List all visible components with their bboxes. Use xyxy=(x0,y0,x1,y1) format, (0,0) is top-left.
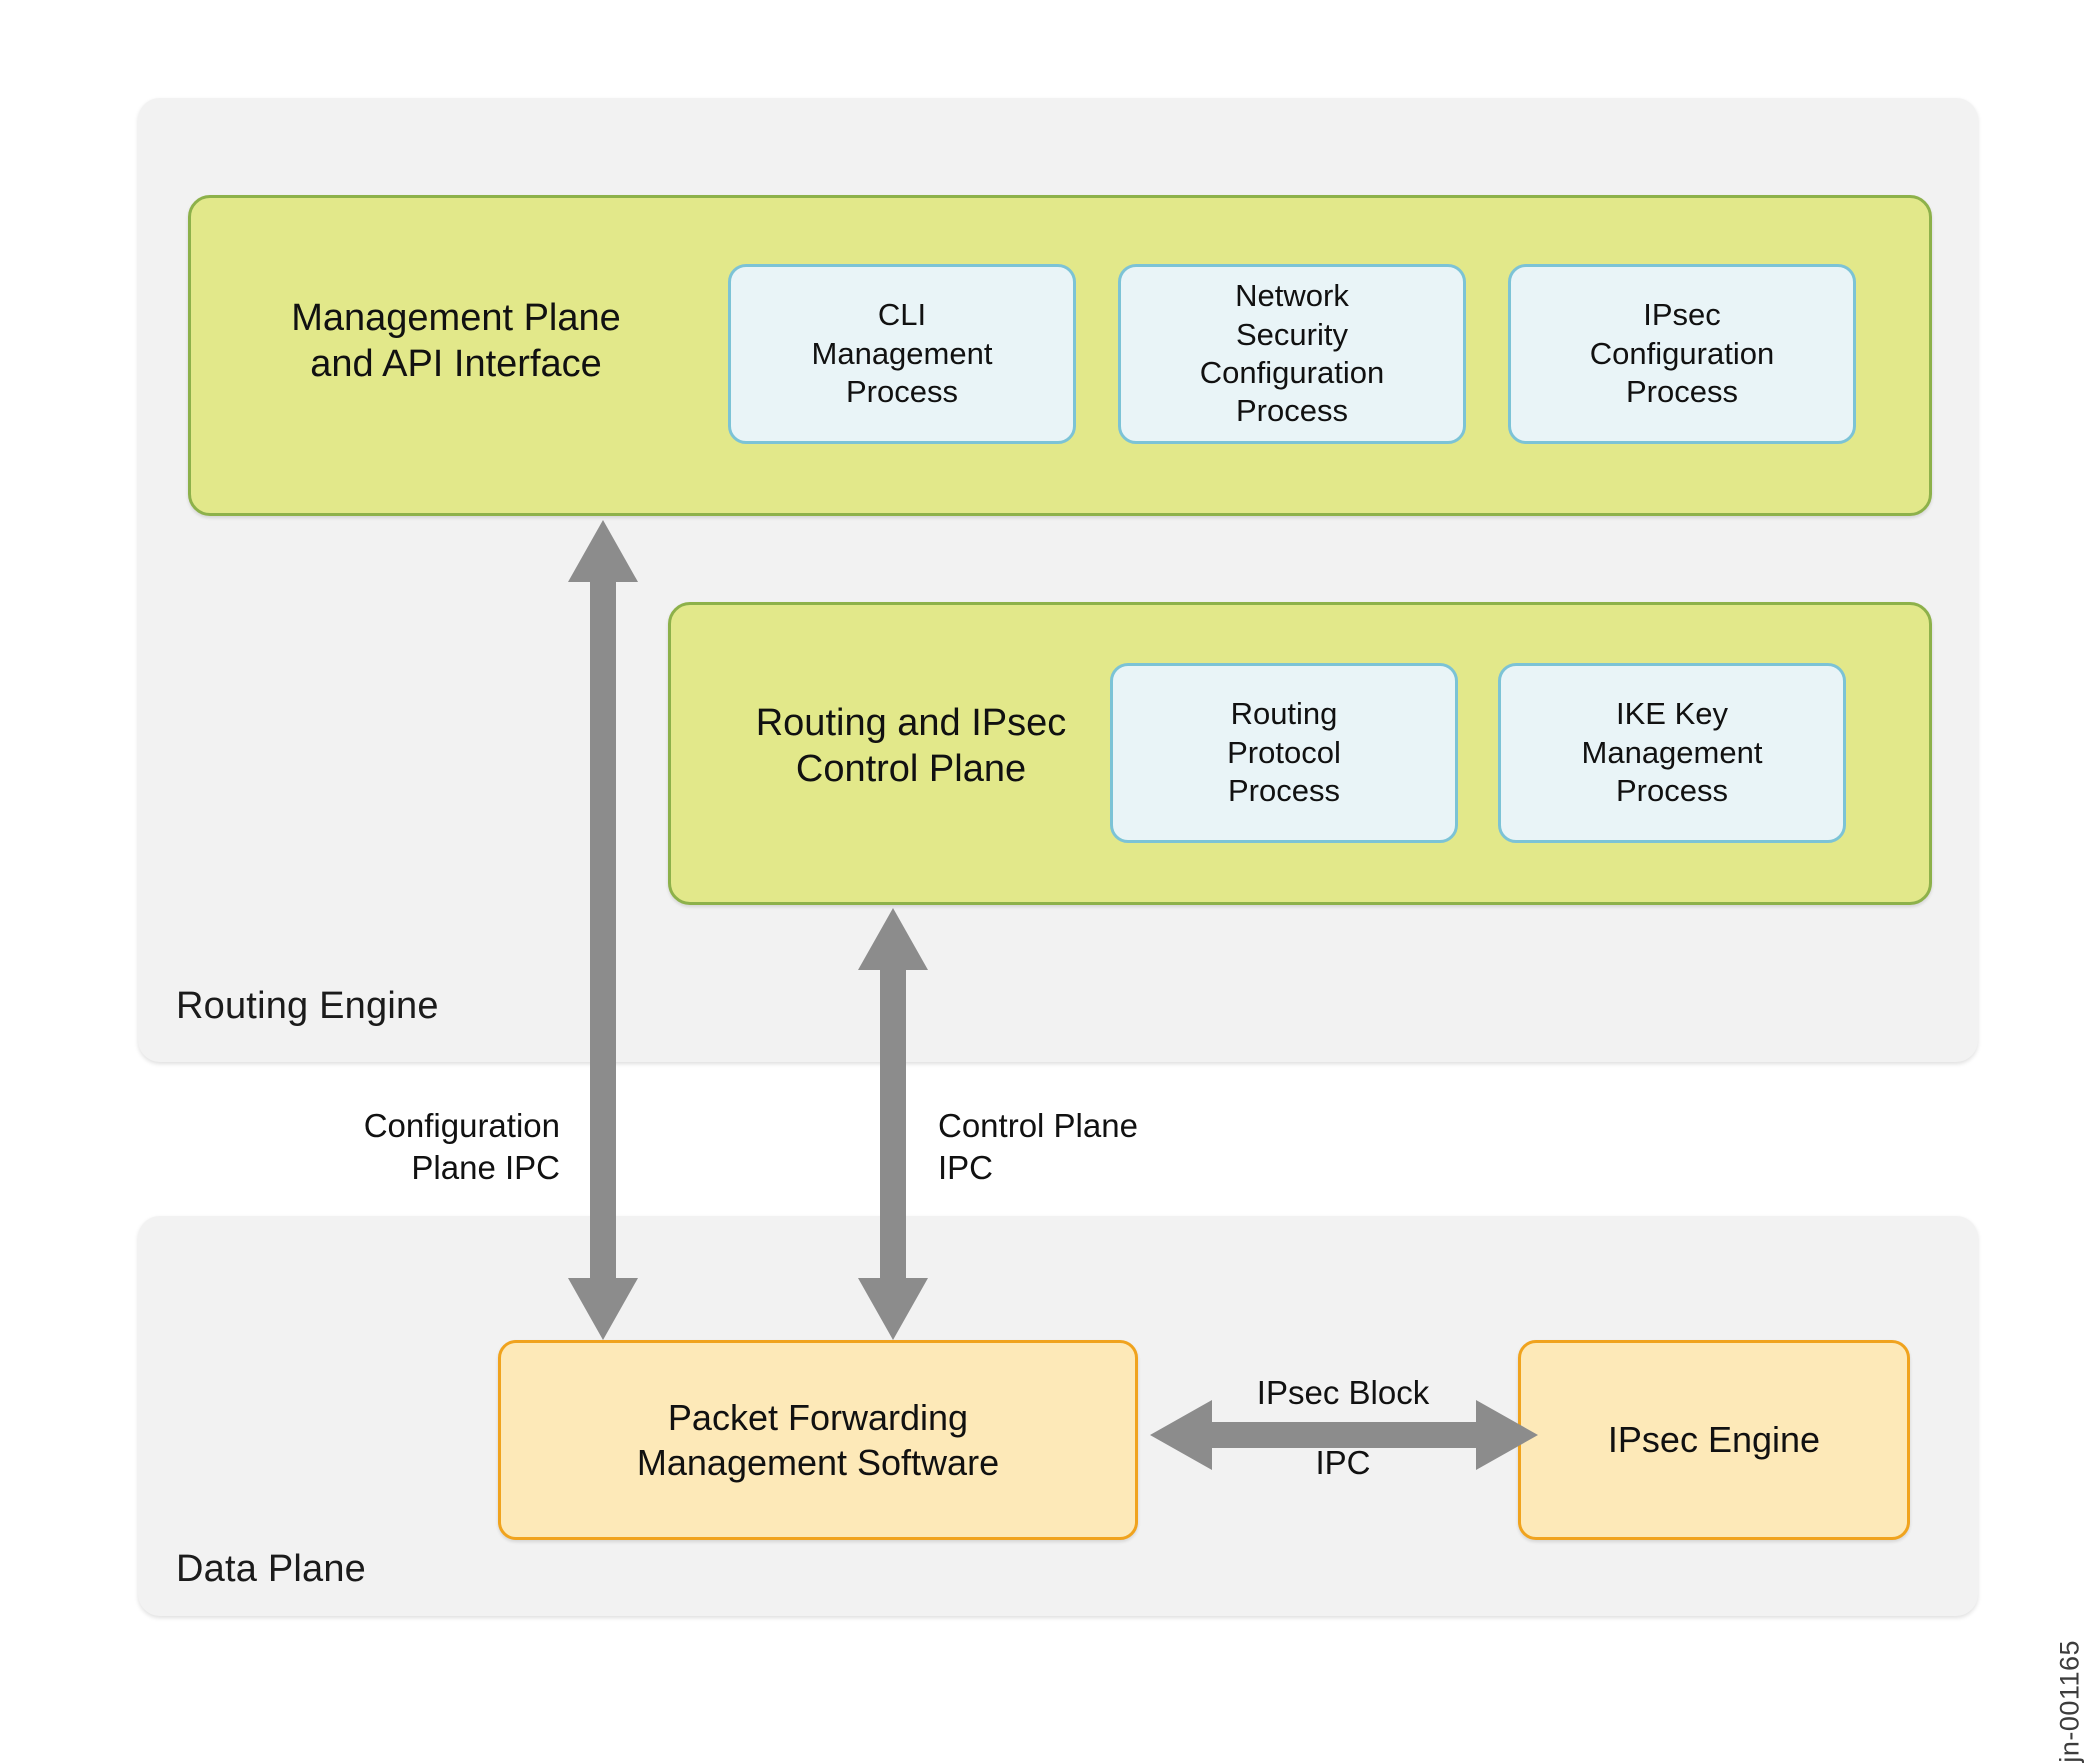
data-plane-label: Data Plane xyxy=(176,1548,367,1590)
image-id-watermark: jn-001165 xyxy=(2055,1640,2085,1763)
ipsec-ipc-label: IPC xyxy=(1315,1444,1371,1481)
control-plane-ipc-arrow xyxy=(858,908,928,1340)
ipsec-block-ipc-arrow xyxy=(1150,1400,1538,1470)
ike-key-management-process-box[interactable]: IKE Key Management Process xyxy=(1498,663,1846,843)
control-plane-ipc-label: Control Plane IPC xyxy=(938,1107,1138,1186)
packet-forwarding-management-software-box[interactable]: Packet Forwarding Management Software xyxy=(498,1340,1138,1540)
cli-management-process-box[interactable]: CLI Management Process xyxy=(728,264,1076,444)
diagram-canvas: Routing Engine Management Plane and API … xyxy=(138,98,2085,1763)
routing-ipsec-control-plane-title: Routing and IPsec Control Plane xyxy=(755,702,1067,791)
ipsec-engine-box[interactable]: IPsec Engine xyxy=(1518,1340,1910,1540)
ipsec-block-label: IPsec Block xyxy=(1256,1374,1430,1411)
network-security-configuration-process-box[interactable]: Network Security Configuration Process xyxy=(1118,264,1466,444)
routing-engine-label: Routing Engine xyxy=(176,985,439,1027)
ipsec-configuration-process-box[interactable]: IPsec Configuration Process xyxy=(1508,264,1856,444)
routing-protocol-process-box[interactable]: Routing Protocol Process xyxy=(1110,663,1458,843)
configuration-plane-ipc-label: Configuration Plane IPC xyxy=(363,1107,560,1186)
management-plane-title: Management Plane and API Interface xyxy=(291,297,621,386)
configuration-plane-ipc-arrow xyxy=(568,520,638,1340)
